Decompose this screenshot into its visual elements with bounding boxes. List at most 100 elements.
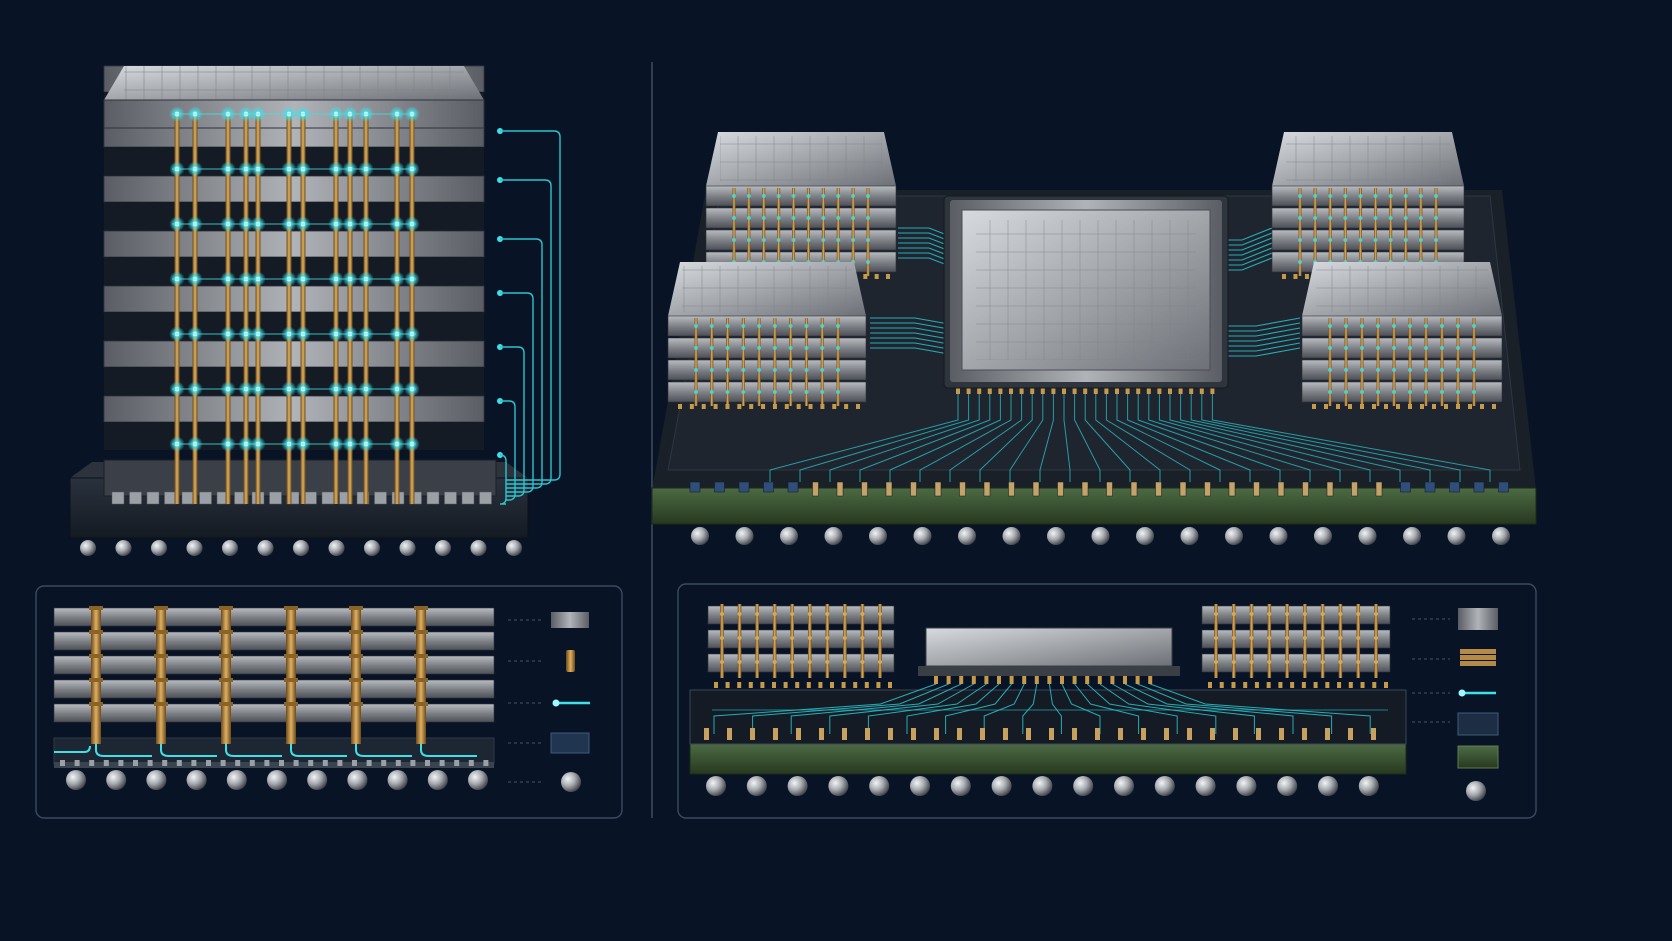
hbm-bump xyxy=(737,404,742,409)
cross-section-via xyxy=(1210,728,1215,740)
hbm-tsv-glow xyxy=(1328,324,1332,328)
cross-section-micro-bump xyxy=(1022,676,1027,684)
smd-component xyxy=(1473,481,1485,493)
hbm-tsv-glow xyxy=(1298,238,1302,242)
hbm-stack-icon xyxy=(1460,655,1496,660)
hbm-tsv xyxy=(866,188,870,276)
hbm-top-grid xyxy=(682,266,852,312)
solder-ball xyxy=(735,527,754,545)
tsv-ring xyxy=(154,606,168,610)
solder-ball xyxy=(1225,527,1243,545)
cross-section-micro-bump xyxy=(1148,676,1153,684)
cross-section-via xyxy=(1371,728,1376,740)
cross-section-hbm-joint xyxy=(807,660,812,664)
hbm-tsv-glow xyxy=(725,324,730,328)
cross-section-trace xyxy=(355,744,412,757)
hbm-tsv-glow xyxy=(1424,324,1428,328)
cross-section-via xyxy=(1302,728,1307,740)
hbm-tsv-glow xyxy=(1408,368,1412,372)
cross-section-hbm-joint xyxy=(807,636,812,640)
hbm-tsv-glow xyxy=(1456,390,1460,394)
hbm-tsv-glow xyxy=(820,346,825,350)
smd-component xyxy=(1204,481,1211,497)
cross-section-via xyxy=(1003,728,1008,740)
cross-section-hbm-bump xyxy=(737,682,742,688)
solder-ball xyxy=(186,770,207,790)
cross-section-hbm-joint xyxy=(878,660,882,664)
cross-section-via xyxy=(1233,728,1238,740)
cross-section-hbm-bump xyxy=(806,682,811,688)
cross-section-tsv xyxy=(156,606,166,744)
interposer-bump xyxy=(1146,386,1151,394)
cross-section-hbm-bump xyxy=(1208,682,1212,688)
cross-section-hbm-bump xyxy=(1231,682,1236,688)
hbm-layer xyxy=(1301,381,1503,403)
hbm-layer xyxy=(1301,315,1503,337)
hbm-tsv-glow xyxy=(1376,390,1380,394)
cross-section-micro-bump xyxy=(959,676,964,684)
hbm-tsv-glow xyxy=(1343,216,1348,220)
cross-section-bump xyxy=(74,760,80,766)
cross-section-hbm-tsv xyxy=(825,604,830,678)
solder-ball xyxy=(427,770,448,790)
hbm-bump xyxy=(1312,404,1316,409)
cross-section-hbm-joint xyxy=(1267,612,1272,616)
hbm-tsv xyxy=(1440,318,1444,406)
tsv-ring xyxy=(89,606,103,610)
interposer-trace xyxy=(889,392,1001,482)
tsv-ring xyxy=(349,678,363,682)
cross-section-via xyxy=(1095,728,1100,740)
cross-section-bump xyxy=(395,760,401,766)
hbm-tsv xyxy=(747,188,751,276)
hbm-tsv-glow xyxy=(761,194,766,198)
interposer-bump xyxy=(1009,386,1013,394)
solder-ball xyxy=(991,776,1012,796)
cross-section-hbm-joint xyxy=(1285,660,1290,664)
hbm-tsv-glow xyxy=(1328,390,1332,394)
cross-section-micro-bump xyxy=(997,676,1001,684)
cross-section-bump xyxy=(103,760,109,766)
cross-section-trace xyxy=(160,744,217,757)
cross-section-via xyxy=(750,728,755,740)
interposer-trace xyxy=(1009,392,1044,482)
hbm-tsv-glow xyxy=(1376,346,1380,350)
hbm-tsv-glow xyxy=(820,324,825,328)
smd-component xyxy=(714,481,725,493)
cross-section-hbm-joint xyxy=(1356,660,1361,664)
cross-section-hbm-joint xyxy=(1302,660,1307,664)
hbm-bump xyxy=(1282,274,1286,279)
hbm-tsv-glow xyxy=(757,390,762,394)
interposer-trace xyxy=(1116,392,1221,482)
hbm-stack-icon xyxy=(1460,661,1496,666)
cross-section-trace xyxy=(54,745,91,753)
hbm-tsv xyxy=(1376,318,1380,406)
hbm-tsv-glow xyxy=(1328,368,1332,372)
hbm-tsv-glow xyxy=(1418,238,1423,242)
hbm-tsv-glow xyxy=(709,324,714,328)
micro-bump xyxy=(129,491,142,505)
cross-section-hbm-bump xyxy=(714,682,718,688)
hbm-tsv-glow xyxy=(761,216,766,220)
hbm-tsv xyxy=(1343,188,1347,276)
cross-section-hbm-joint xyxy=(755,636,760,640)
tsv-ring xyxy=(349,702,363,706)
cross-section-micro-bump xyxy=(934,676,938,684)
tsv-ring xyxy=(284,630,298,634)
interposer-trace xyxy=(1137,392,1281,482)
base-die-icon xyxy=(550,732,590,754)
cross-section-micro-bump xyxy=(1009,676,1014,684)
cross-section-via xyxy=(1118,728,1123,740)
left-cross-section-panel xyxy=(35,585,623,819)
cross-section-via xyxy=(865,728,870,740)
hbm-tsv xyxy=(821,188,825,276)
cross-section-bump xyxy=(468,760,474,766)
cross-section-hbm-bump xyxy=(1313,682,1318,688)
hbm-bump xyxy=(772,404,777,409)
hbm-tsv xyxy=(836,188,840,276)
hbm-tsv-glow xyxy=(836,216,841,220)
hbm-tsv-glow xyxy=(1328,194,1333,198)
hbm-tsv-glow xyxy=(836,390,840,394)
hbm-stack-bottom-right xyxy=(1301,262,1503,409)
hbm-tsv-glow xyxy=(1424,368,1428,372)
